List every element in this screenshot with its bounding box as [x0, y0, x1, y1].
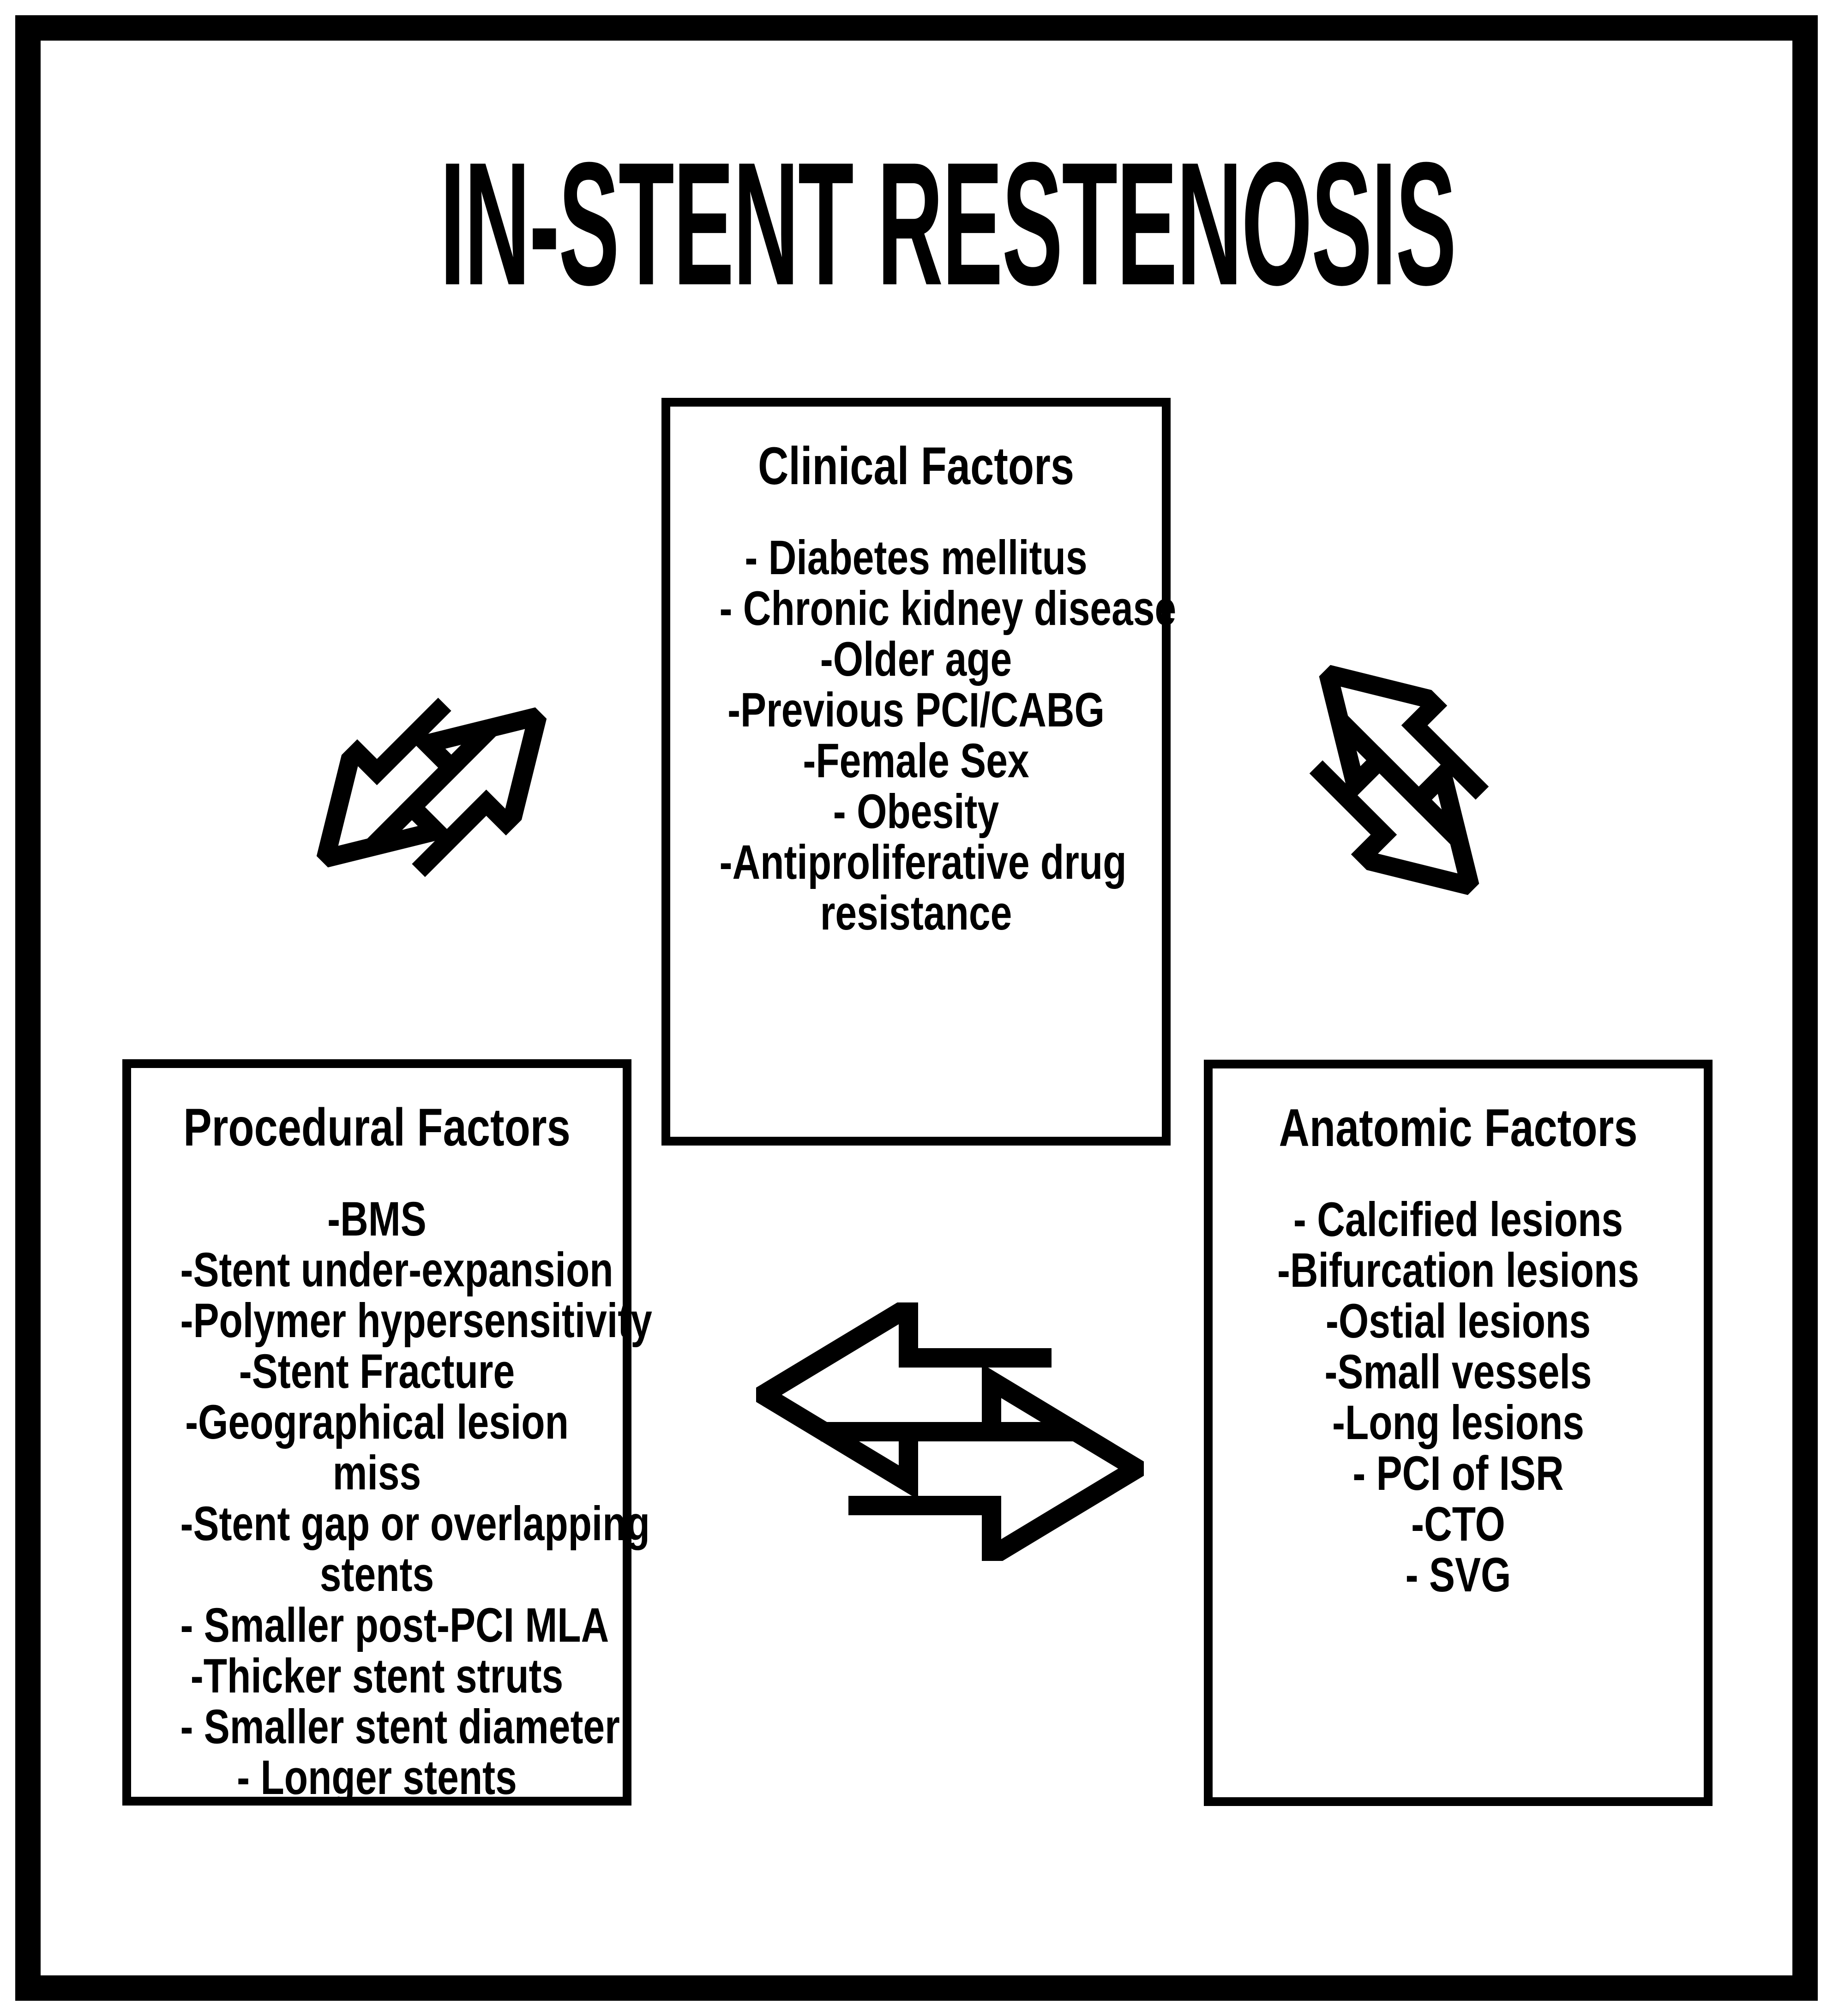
factor-line: - Smaller stent diameter — [180, 1700, 620, 1754]
anatomic-factors-heading: Anatomic Factors — [1279, 1098, 1638, 1158]
factor-line: -Previous PCI/CABG — [727, 683, 1105, 737]
factor-line: -Stent Fracture — [239, 1344, 515, 1398]
anatomic-factors-box: Anatomic Factors - Calcified lesions -Bi… — [1204, 1060, 1713, 1806]
factor-line: -CTO — [1411, 1497, 1505, 1551]
procedural-factors-box: Procedural Factors -BMS -Stent under-exp… — [122, 1059, 652, 1806]
factor-line: -Stent under-expansion — [180, 1243, 613, 1297]
procedural-factors-content: Procedural Factors -BMS -Stent under-exp… — [180, 1068, 652, 1805]
anatomic-factors-content: Anatomic Factors - Calcified lesions -Bi… — [1262, 1068, 1654, 1601]
procedural-factors-heading: Procedural Factors — [183, 1098, 571, 1157]
factor-line: -Polymer hypersensitivity — [180, 1294, 652, 1348]
factor-line: -BMS — [327, 1192, 427, 1246]
clinical-factors-box: Clinical Factors - Diabetes mellitus - C… — [661, 398, 1177, 1146]
factor-line: - SVG — [1405, 1548, 1511, 1602]
factor-line: -Small vessels — [1324, 1345, 1592, 1399]
factor-line: - Calcified lesions — [1293, 1193, 1623, 1247]
factor-line: -Thicker stent struts — [190, 1649, 564, 1703]
factor-line: -Stent gap or overlapping — [180, 1497, 650, 1551]
two-way-horizontal-arrow-icon — [756, 1302, 1144, 1561]
diagram-title: IN-STENT RESTENOSIS — [440, 126, 1456, 322]
factor-line: -Ostial lesions — [1325, 1294, 1591, 1348]
factor-line: - Longer stents — [237, 1751, 517, 1805]
factor-line: stents — [319, 1548, 434, 1602]
two-way-diagonal-arrow-right-icon — [1245, 626, 1552, 933]
factor-line: -Long lesions — [1332, 1396, 1584, 1450]
factor-line: - Chronic kidney disease — [719, 582, 1177, 636]
factor-line: - Diabetes mellitus — [745, 531, 1088, 585]
two-way-diagonal-arrow-left-icon — [278, 634, 585, 941]
clinical-factors-content: Clinical Factors - Diabetes mellitus - C… — [719, 407, 1177, 940]
factor-line: - Obesity — [833, 785, 999, 839]
factor-line: miss — [332, 1446, 421, 1500]
factor-line: -Antiproliferative drug — [719, 835, 1127, 889]
diagram-border-frame — [15, 15, 1818, 2001]
factor-line: -Female Sex — [803, 734, 1029, 788]
factor-line: -Geographical lesion — [185, 1395, 569, 1449]
clinical-factors-heading: Clinical Factors — [757, 437, 1075, 496]
factor-line: resistance — [820, 886, 1012, 940]
factor-line: - Smaller post-PCI MLA — [180, 1598, 609, 1652]
factor-line: -Older age — [820, 632, 1012, 686]
factor-line: -Bifurcation lesions — [1277, 1243, 1640, 1297]
factor-line: - PCI of ISR — [1352, 1446, 1564, 1500]
